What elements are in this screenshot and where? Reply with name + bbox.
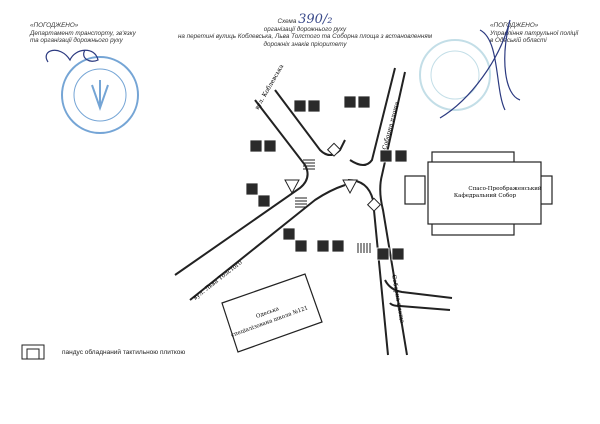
signatures [45, 19, 521, 119]
stamp-right [419, 39, 491, 111]
cathedral [404, 151, 553, 236]
ramp-legend-icon [21, 344, 45, 360]
right-approval: «ПОГОДЖЕНО» Управління патрульної поліці… [490, 22, 578, 45]
crosswalks [295, 159, 371, 253]
title-line: дорожніх знаків пріоритету [263, 40, 347, 48]
scheme-title: Схема 390/₂ організації дорожнього руху … [150, 13, 460, 48]
scheme-label: Схема [277, 18, 297, 25]
approval-title: «ПОГОДЖЕНО» [490, 22, 539, 29]
approval-line: в Одеській області [490, 37, 547, 44]
cathedral-label: Спасо-Преображенський [468, 185, 542, 192]
street-label-tolstoho: вул. Льва Толстого [192, 259, 244, 302]
school [221, 273, 323, 353]
scheme-number: 390/₂ [298, 12, 333, 27]
title-line: організації дорожнього руху [263, 25, 347, 33]
street-label-koblevska: вул. Коблевська [254, 63, 286, 111]
stamp-left [61, 56, 139, 134]
approval-line: Департамент транспорту, зв'язку [30, 29, 136, 37]
approval-line: Управління патрульної поліції [490, 29, 579, 37]
legend-ramp: пандус обладнаний тактильною плиткою [62, 349, 186, 356]
left-approval: «ПОГОДЖЕНО» Департамент транспорту, зв'я… [30, 22, 136, 45]
title-line: на перетині вулиць Коблевська, Льва Толс… [177, 33, 433, 40]
priority-signs [284, 142, 382, 212]
approval-line: та організації дорожнього руху [30, 37, 123, 44]
traffic-signs [245, 95, 408, 261]
street-label-soborna: Соборна площа [390, 274, 406, 324]
cathedral-label: Кафедральний Собор [454, 192, 517, 199]
approval-title: «ПОГОДЖЕНО» [30, 22, 79, 29]
